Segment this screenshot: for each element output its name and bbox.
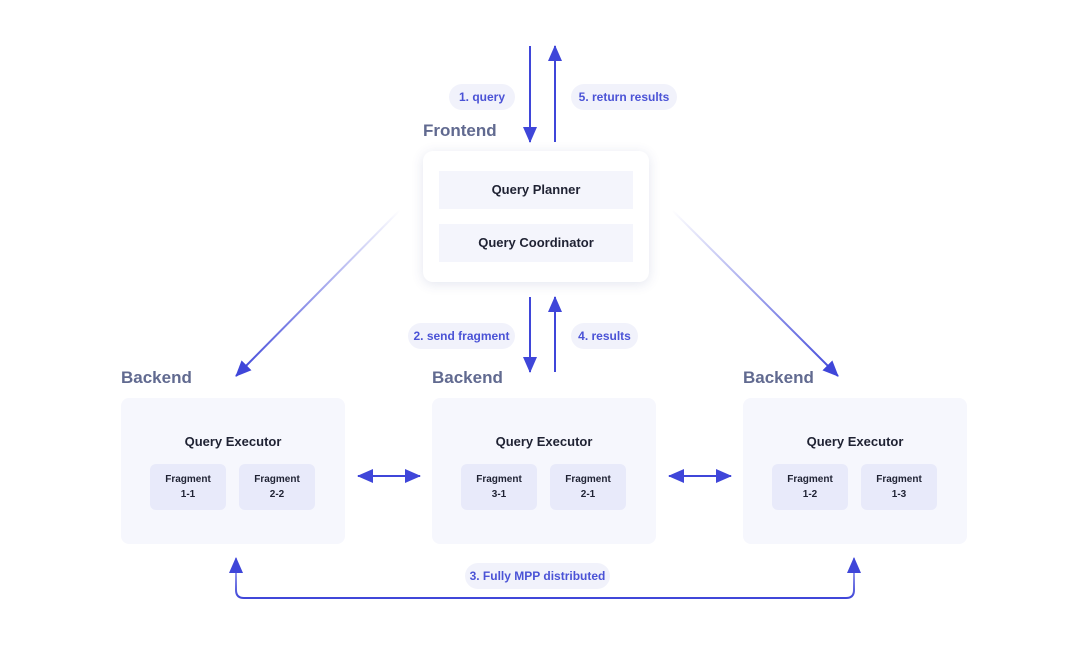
fragment-1-2: Fragment 1-2 <box>772 464 848 510</box>
backend-card-middle: Query Executor Fragment 3-1 Fragment 2-1 <box>432 398 656 544</box>
backend-card-right: Query Executor Fragment 1-2 Fragment 1-3 <box>743 398 967 544</box>
label-query: 1. query <box>449 84 515 110</box>
frontend-to-backend-left-arrow <box>235 209 401 377</box>
label-mpp-distributed: 3. Fully MPP distributed <box>465 563 610 589</box>
fragment-1-3: Fragment 1-3 <box>861 464 937 510</box>
fragment-1-1: Fragment 1-1 <box>150 464 226 510</box>
fragment-label: Fragment <box>254 474 300 485</box>
frontend-card: Query Planner Query Coordinator <box>423 151 649 282</box>
fragment-id: 2-2 <box>269 489 285 500</box>
fragment-label: Fragment <box>476 474 522 485</box>
backend-title-right: Backend <box>743 368 814 387</box>
fragment-3-1: Fragment 3-1 <box>461 464 537 510</box>
fragment-label: Fragment <box>165 474 211 485</box>
backend-title-middle: Backend <box>432 368 503 387</box>
backend-card-left: Query Executor Fragment 1-1 Fragment 2-2 <box>121 398 345 544</box>
fragment-id: 1-2 <box>802 489 818 500</box>
fragment-2-1: Fragment 2-1 <box>550 464 626 510</box>
fragment-id: 1-1 <box>180 489 196 500</box>
query-executor-title: Query Executor <box>495 434 593 449</box>
label-results: 4. results <box>571 323 638 349</box>
frontend-to-backend-right-arrow <box>671 209 839 377</box>
label-send-fragment: 2. send fragment <box>408 323 515 349</box>
fragment-id: 1-3 <box>891 489 907 500</box>
fragment-id: 2-1 <box>580 489 596 500</box>
query-executor-title: Query Executor <box>806 434 904 449</box>
query-coordinator-module: Query Coordinator <box>439 224 633 262</box>
query-executor-title: Query Executor <box>184 434 282 449</box>
label-return-results: 5. return results <box>571 84 677 110</box>
mpp-connector <box>229 557 861 599</box>
fragment-id: 3-1 <box>491 489 507 500</box>
backend-title-left: Backend <box>121 368 192 387</box>
fragment-label: Fragment <box>787 474 833 485</box>
frontend-title: Frontend <box>423 121 497 140</box>
fragment-label: Fragment <box>876 474 922 485</box>
fragment-2-2: Fragment 2-2 <box>239 464 315 510</box>
query-planner-module: Query Planner <box>439 171 633 209</box>
fragment-label: Fragment <box>565 474 611 485</box>
